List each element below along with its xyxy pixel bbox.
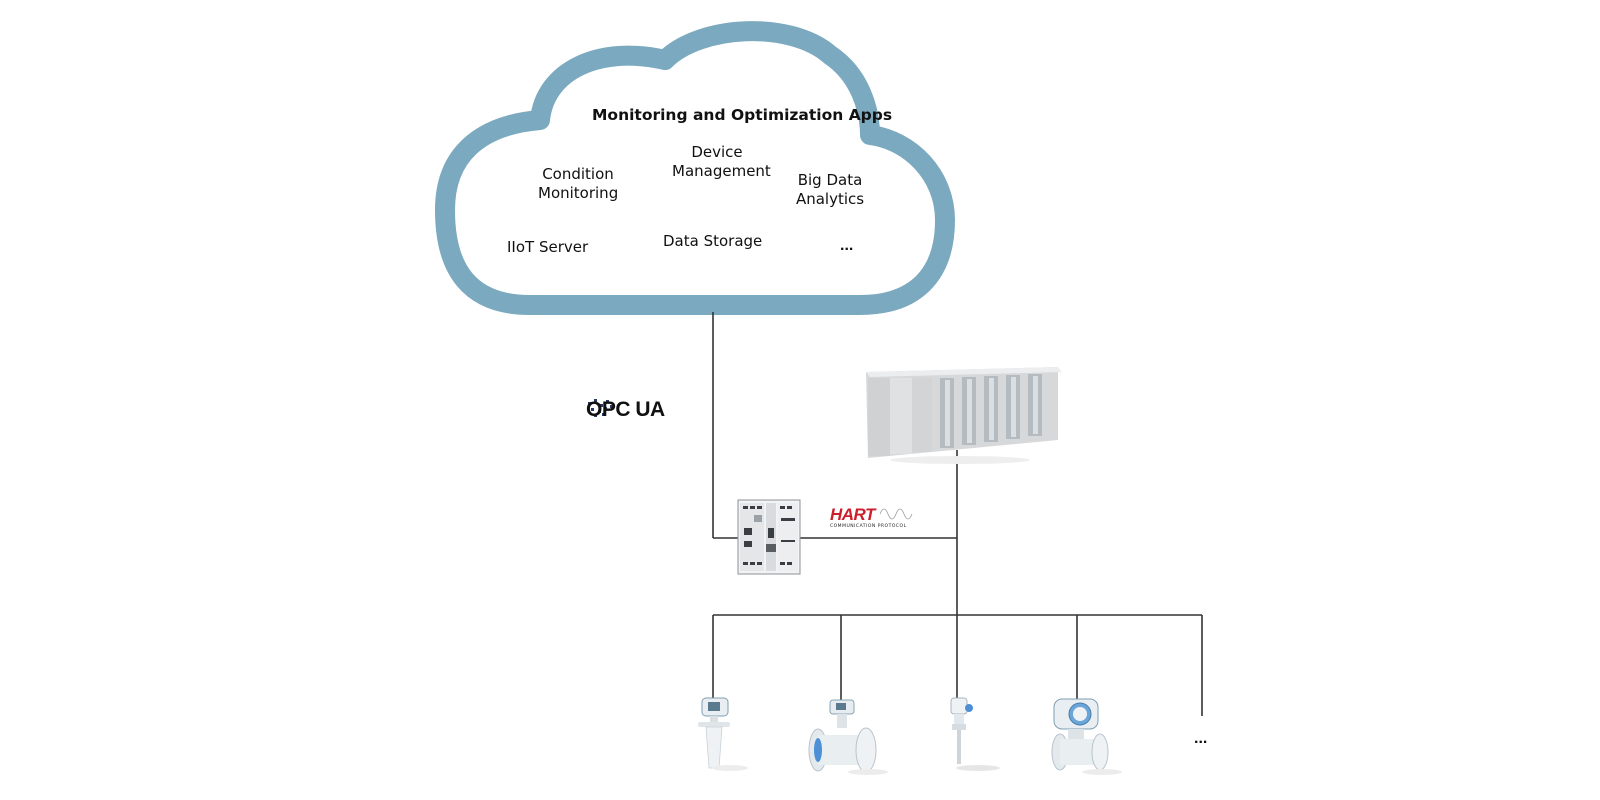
app-big-data-analytics: Big Data Analytics bbox=[795, 171, 865, 208]
app-condition-monitoring: Condition Monitoring bbox=[538, 165, 619, 202]
app-data-storage: Data Storage bbox=[663, 232, 763, 250]
network-lines bbox=[712, 312, 1203, 716]
coriolis-flowmeter-icon bbox=[1051, 698, 1122, 775]
control-cabinet-icon bbox=[866, 367, 1062, 464]
hart-label: HART bbox=[830, 505, 875, 524]
cloud-title: Monitoring and Optimization Apps bbox=[592, 106, 893, 124]
hart-subtitle: COMMUNICATION PROTOCOL bbox=[830, 524, 907, 529]
radar-level-transmitter-icon bbox=[698, 697, 748, 771]
temperature-sensor-icon bbox=[950, 697, 1000, 771]
app-iiot-server: IIoT Server bbox=[507, 238, 589, 256]
opc-ua-logo-icon bbox=[588, 399, 613, 417]
flowmeter-icon bbox=[808, 699, 888, 775]
opc-ua-label: OPC UA bbox=[586, 398, 665, 421]
app-device-management: Device Management bbox=[672, 143, 771, 180]
field-more-ellipsis: ... bbox=[1194, 730, 1208, 747]
hart-logo-icon bbox=[879, 508, 913, 520]
cloud-icon bbox=[435, 21, 955, 315]
gateway-device-icon bbox=[737, 499, 801, 575]
app-more-ellipsis: ... bbox=[840, 237, 854, 254]
